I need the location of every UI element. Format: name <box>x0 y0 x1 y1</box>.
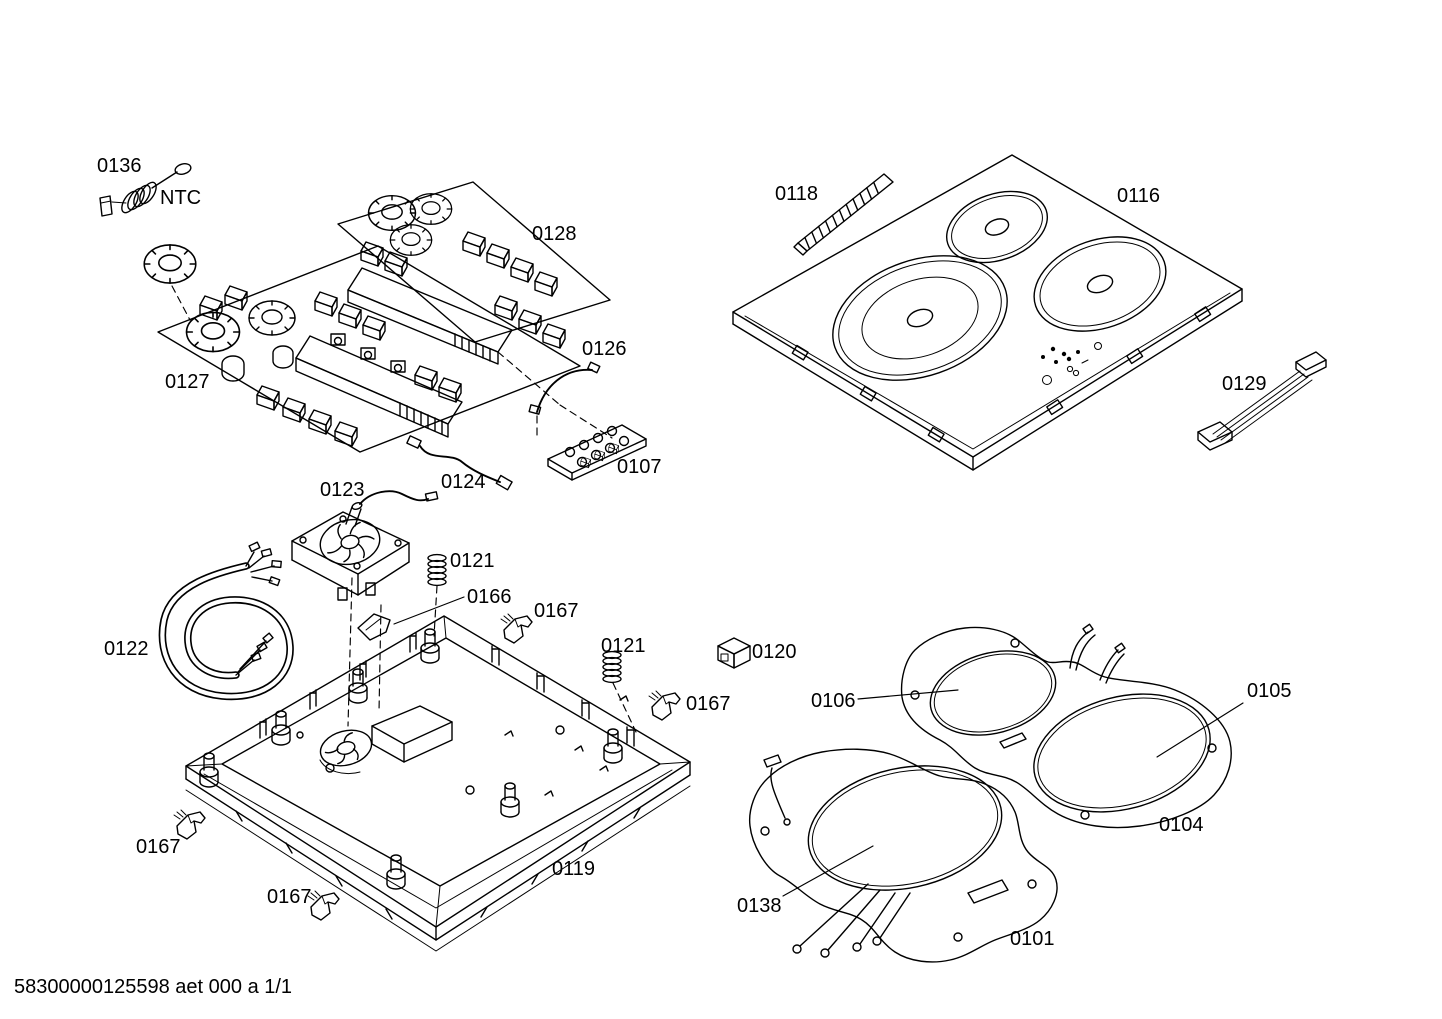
chassis-pan-0119 <box>185 604 691 952</box>
ntc-sensor-drawing <box>99 163 192 217</box>
part-label-0118: 0118 <box>775 183 818 205</box>
document-number: 58300000125598 aet 000 a 1/1 <box>14 976 292 998</box>
part-label-0127: 0127 <box>165 371 210 393</box>
fan-0123 <box>291 490 439 727</box>
part-label-0126: 0126 <box>582 338 627 360</box>
spring-0121-left <box>427 553 447 637</box>
pcb-0127 <box>157 245 581 453</box>
part-label-0167-d: 0167 <box>267 886 312 908</box>
part-label-0105: 0105 <box>1247 680 1292 702</box>
part-label-0138: 0138 <box>737 895 782 917</box>
spring-0121-right <box>602 650 637 733</box>
part-label-0167-c: 0167 <box>136 836 181 858</box>
part-label-0101: 0101 <box>1010 928 1055 950</box>
part-label-0121-b: 0121 <box>601 635 646 657</box>
part-label-0122: 0122 <box>104 638 149 660</box>
coil-carrier-0104 <box>857 623 1244 829</box>
mains-cable-0122 <box>158 541 294 701</box>
part-label-ntc: NTC <box>160 187 201 209</box>
clip-0167-c <box>173 809 206 840</box>
cable-0124 <box>406 435 513 491</box>
part-label-0119: 0119 <box>552 858 595 880</box>
seal-strip-0118 <box>793 173 894 256</box>
glass-cooktop-0116 <box>732 154 1243 471</box>
part-label-0106: 0106 <box>811 690 856 712</box>
part-label-0129: 0129 <box>1222 373 1267 395</box>
part-label-0167-a: 0167 <box>534 600 579 622</box>
pcb-0128 <box>337 181 611 365</box>
part-label-0123: 0123 <box>320 479 365 501</box>
part-label-0121-a: 0121 <box>450 550 495 572</box>
coil-carrier-0101 <box>748 748 1058 963</box>
part-label-0167-b: 0167 <box>686 693 731 715</box>
part-label-0124: 0124 <box>441 471 486 493</box>
wire-harness-0126 <box>497 351 613 441</box>
control-pcb-0107 <box>547 424 647 481</box>
part-label-0128: 0128 <box>532 223 577 245</box>
part-label-0107: 0107 <box>617 456 662 478</box>
ribbon-cable-0129 <box>1197 351 1327 451</box>
bracket-0166 <box>357 596 465 641</box>
part-label-0120: 0120 <box>752 641 797 663</box>
clip-0167-a <box>500 613 533 644</box>
part-label-0116: 0116 <box>1117 185 1160 207</box>
part-label-0136: 0136 <box>97 155 142 177</box>
box-0120 <box>717 637 751 669</box>
part-label-0104: 0104 <box>1159 814 1204 836</box>
clip-0167-b <box>648 690 681 721</box>
part-label-0166: 0166 <box>467 586 512 608</box>
clip-0167-d <box>307 890 340 921</box>
toroid-coil-floating <box>143 244 197 321</box>
